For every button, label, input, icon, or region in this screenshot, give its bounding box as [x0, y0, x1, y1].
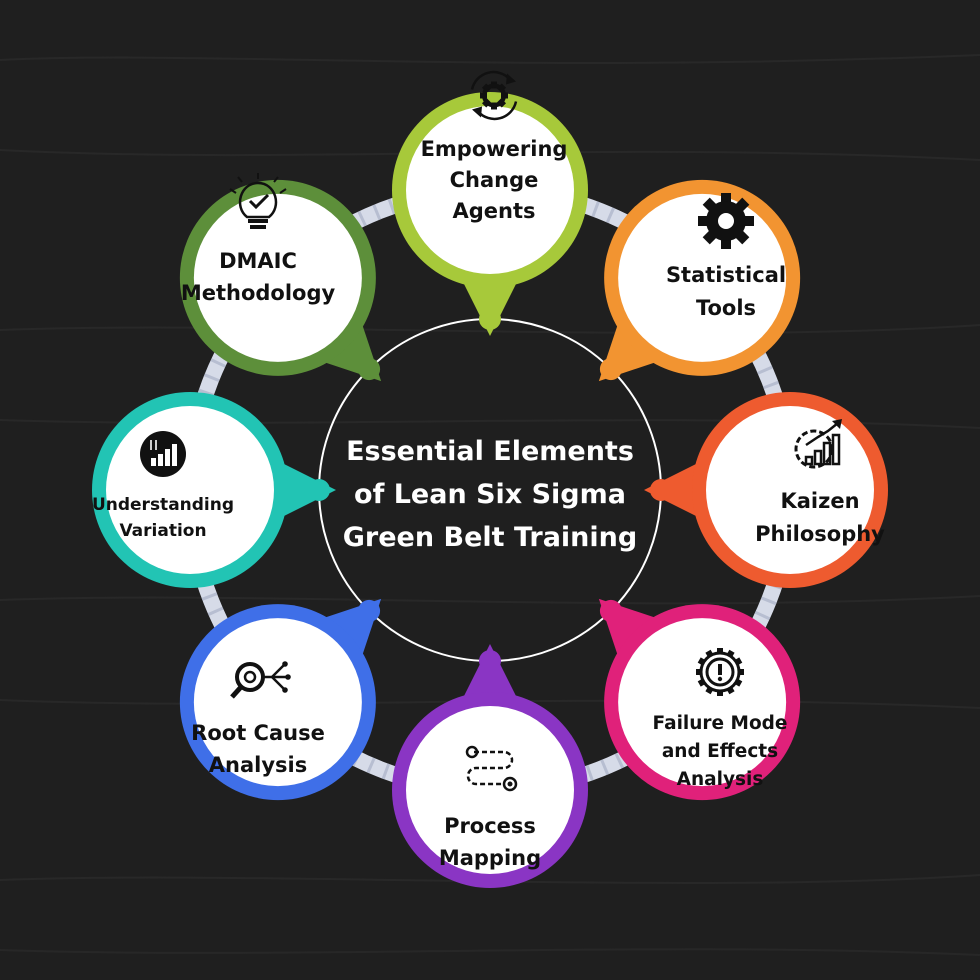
element-label-line: Variation: [119, 521, 207, 541]
element-label-line: Change: [449, 167, 539, 192]
element-node: [392, 644, 588, 888]
element-node: [179, 598, 382, 801]
node-face: [406, 106, 574, 274]
element-label-line: Understanding: [91, 495, 235, 515]
gear-growth-chart-icon: [794, 419, 842, 469]
element-label-line: Philosophy: [755, 522, 885, 546]
element-label-line: Tools: [695, 296, 757, 320]
node-face: [193, 193, 362, 362]
node-face: [106, 406, 274, 574]
bar-chart-icon: [140, 431, 186, 477]
element-label-line: DMAIC: [219, 249, 297, 273]
element-node: [598, 179, 801, 382]
element-node: [598, 598, 801, 801]
element-label-line: Failure Mode: [652, 713, 788, 734]
node-face: [406, 706, 574, 874]
element-label-line: Root Cause: [191, 721, 325, 745]
node-face: [618, 618, 787, 787]
element-label: DMAIC Methodology: [168, 245, 348, 309]
element-node: [392, 70, 588, 336]
element-label-line: Process: [444, 814, 536, 838]
magnifier-root-icon: [230, 661, 291, 699]
element-node: [644, 392, 888, 588]
gear-icon: [698, 193, 754, 249]
element-node: [179, 173, 382, 382]
process-path-icon: [465, 745, 518, 792]
element-node: [92, 392, 336, 588]
element-label-line: Analysis: [676, 769, 764, 790]
element-label-line: Agents: [452, 198, 536, 223]
element-label-line: Statistical: [665, 263, 787, 287]
element-label-line: Kaizen: [780, 489, 860, 513]
warning-gear-icon: [696, 648, 744, 696]
title-line-1: Essential Elements: [346, 436, 634, 467]
element-label-line: Mapping: [438, 846, 542, 870]
lightbulb-check-icon: [229, 173, 287, 229]
gear-cycle-icon: [470, 70, 518, 121]
title-line-3: Green Belt Training: [342, 522, 638, 553]
element-label-line: Empowering: [420, 136, 568, 161]
element-label-line: and Effects: [661, 741, 779, 762]
element-label-line: Analysis: [208, 753, 308, 777]
node-face: [193, 618, 362, 787]
center-title: Essential Elements of Lean Six Sigma Gre…: [320, 430, 660, 559]
element-label-line: Methodology: [180, 281, 336, 305]
title-line-2: of Lean Six Sigma: [354, 479, 626, 510]
